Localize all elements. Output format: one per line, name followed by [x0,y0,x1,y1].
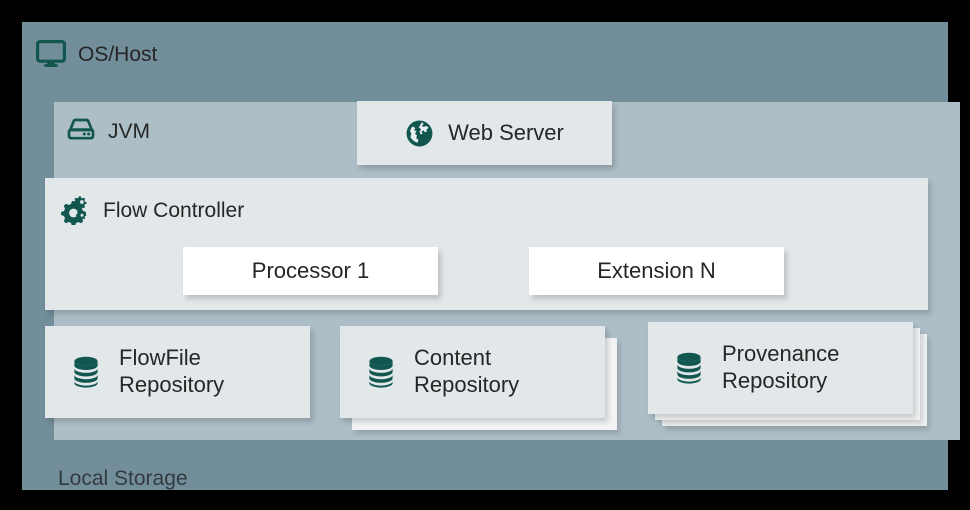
os-host-label: OS/Host [36,40,157,68]
os-host-label-text: OS/Host [78,42,158,66]
database-icon [674,351,704,385]
flow-controller-label: Flow Controller [59,195,244,225]
flow-controller-label-text: Flow Controller [103,198,245,222]
jvm-label: JVM [66,118,150,144]
server-icon [66,118,96,144]
flow-controller-panel: Flow Controller [45,178,928,310]
jvm-label-text: JVM [108,119,150,143]
content-repository-card[interactable]: Content Repository [340,326,605,418]
database-icon [71,355,101,389]
globe-icon [405,119,434,148]
web-server-label: Web Server [448,120,564,145]
extension-card[interactable]: Extension N [529,247,784,295]
processor-card[interactable]: Processor 1 [183,247,438,295]
content-repository-label: Content Repository [414,345,520,397]
gears-icon [59,195,91,225]
local-storage-label: Local Storage [58,467,188,490]
monitor-icon [36,40,66,68]
web-server-card[interactable]: Web Server [357,101,612,165]
database-icon [366,355,396,389]
provenance-repository-card[interactable]: Provenance Repository [648,322,913,414]
flowfile-repository-label: FlowFile Repository [119,345,225,397]
flowfile-repository-card[interactable]: FlowFile Repository [45,326,310,418]
provenance-repository-label: Provenance Repository [722,341,840,393]
